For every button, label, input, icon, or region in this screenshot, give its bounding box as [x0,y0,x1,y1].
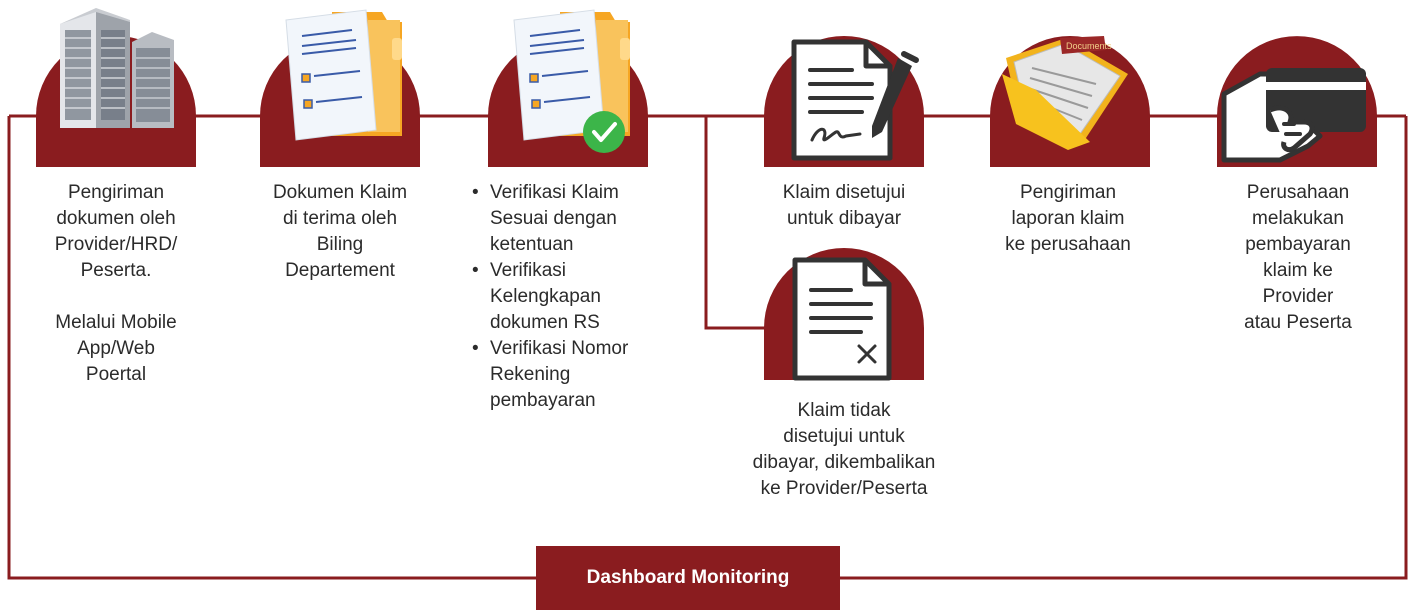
step-7-text: Perusahaan melakukan pembayaran klaim ke… [1244,182,1352,333]
folder-tab-label: Documents [1066,41,1112,51]
payment-card-hand-icon [1221,68,1366,163]
step-5-text: Klaim tidak disetujui untuk dibayar, dik… [752,400,936,499]
rejected-document-icon [792,257,892,381]
frame-left-line [7,116,536,580]
verification-item: Verifikasi Klaim Sesuai dengan ketentuan [470,180,670,258]
verification-item: Verifikasi Nomor Rekening pembayaran [470,336,670,414]
step-4-text: Klaim disetujui untuk dibayar [782,182,906,229]
signed-document-icon [791,39,919,161]
dashboard-monitoring-label: Dashboard Monitoring [536,546,840,610]
step-1-text: Pengiriman dokumen oleh Provider/HRD/ Pe… [54,182,178,385]
verified-document-icon [513,9,630,153]
documents-folder-icon: Documents [1002,36,1128,150]
document-folder-icon [285,9,402,141]
step-6-text: Pengiriman laporan klaim ke perusahaan [1005,182,1131,255]
step-2-text: Dokumen Klaim di terima oleh Biling Depa… [272,182,408,281]
step-3-list: Verifikasi Klaim Sesuai dengan ketentuan… [470,180,670,414]
reject-branch-line [704,116,770,330]
office-building-icon [60,8,174,128]
frame-right-line [840,116,1408,580]
verification-item: Verifikasi Kelengkapan dokumen RS [470,258,670,336]
